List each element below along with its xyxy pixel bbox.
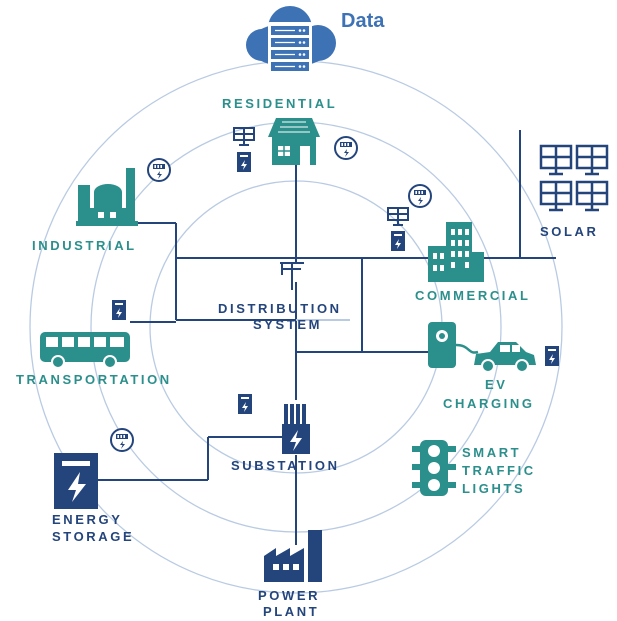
grid-lines	[98, 130, 556, 545]
battery-icon	[237, 152, 251, 172]
utility-pole-icon	[280, 262, 304, 290]
traffic-light-icon	[412, 440, 456, 496]
ev-label-2: CHARGING	[443, 396, 535, 411]
transformer-icon	[282, 404, 310, 454]
residential-label: RESIDENTIAL	[222, 96, 338, 111]
energy-storage-label-2: STORAGE	[52, 529, 135, 544]
smart-meter-icon	[147, 158, 171, 182]
industrial-label: INDUSTRIAL	[32, 238, 137, 253]
smart-traffic-label-3: LIGHTS	[462, 481, 526, 496]
smart-meter-icon	[408, 184, 432, 208]
power-plant-label-1: POWER	[258, 588, 321, 603]
energy-storage-label-1: ENERGY	[52, 512, 123, 527]
battery-icon	[54, 453, 98, 509]
smart-traffic-label-1: SMART	[462, 445, 522, 460]
power-plant-icon	[264, 530, 322, 582]
smart-meter-icon	[334, 136, 358, 160]
data-title: Data	[341, 10, 385, 32]
distribution-label-2: SYSTEM	[253, 317, 323, 332]
cloud-server-icon	[246, 6, 336, 77]
factory-icon	[76, 168, 138, 226]
transportation-label: TRANSPORTATION	[16, 372, 172, 387]
ev-charger-icon	[428, 322, 479, 368]
smart-meter-icon	[110, 428, 134, 452]
house-icon	[268, 118, 320, 165]
solar-panel-icon	[539, 144, 609, 212]
ev-label-1: EV	[485, 377, 508, 392]
substation-label: SUBSTATION	[231, 458, 340, 473]
battery-icon	[112, 300, 126, 320]
distribution-label-1: DISTRIBUTION	[218, 301, 342, 316]
car-icon	[474, 342, 536, 373]
power-plant-label-2: PLANT	[263, 604, 320, 619]
bus-icon	[40, 332, 130, 369]
smart-traffic-label-2: TRAFFIC	[462, 463, 536, 478]
building-icon	[428, 222, 484, 282]
battery-icon	[545, 346, 559, 366]
battery-icon	[391, 231, 405, 251]
battery-icon	[238, 394, 252, 414]
solar-label: SOLAR	[540, 224, 599, 239]
commercial-label: COMMERCIAL	[415, 288, 531, 303]
